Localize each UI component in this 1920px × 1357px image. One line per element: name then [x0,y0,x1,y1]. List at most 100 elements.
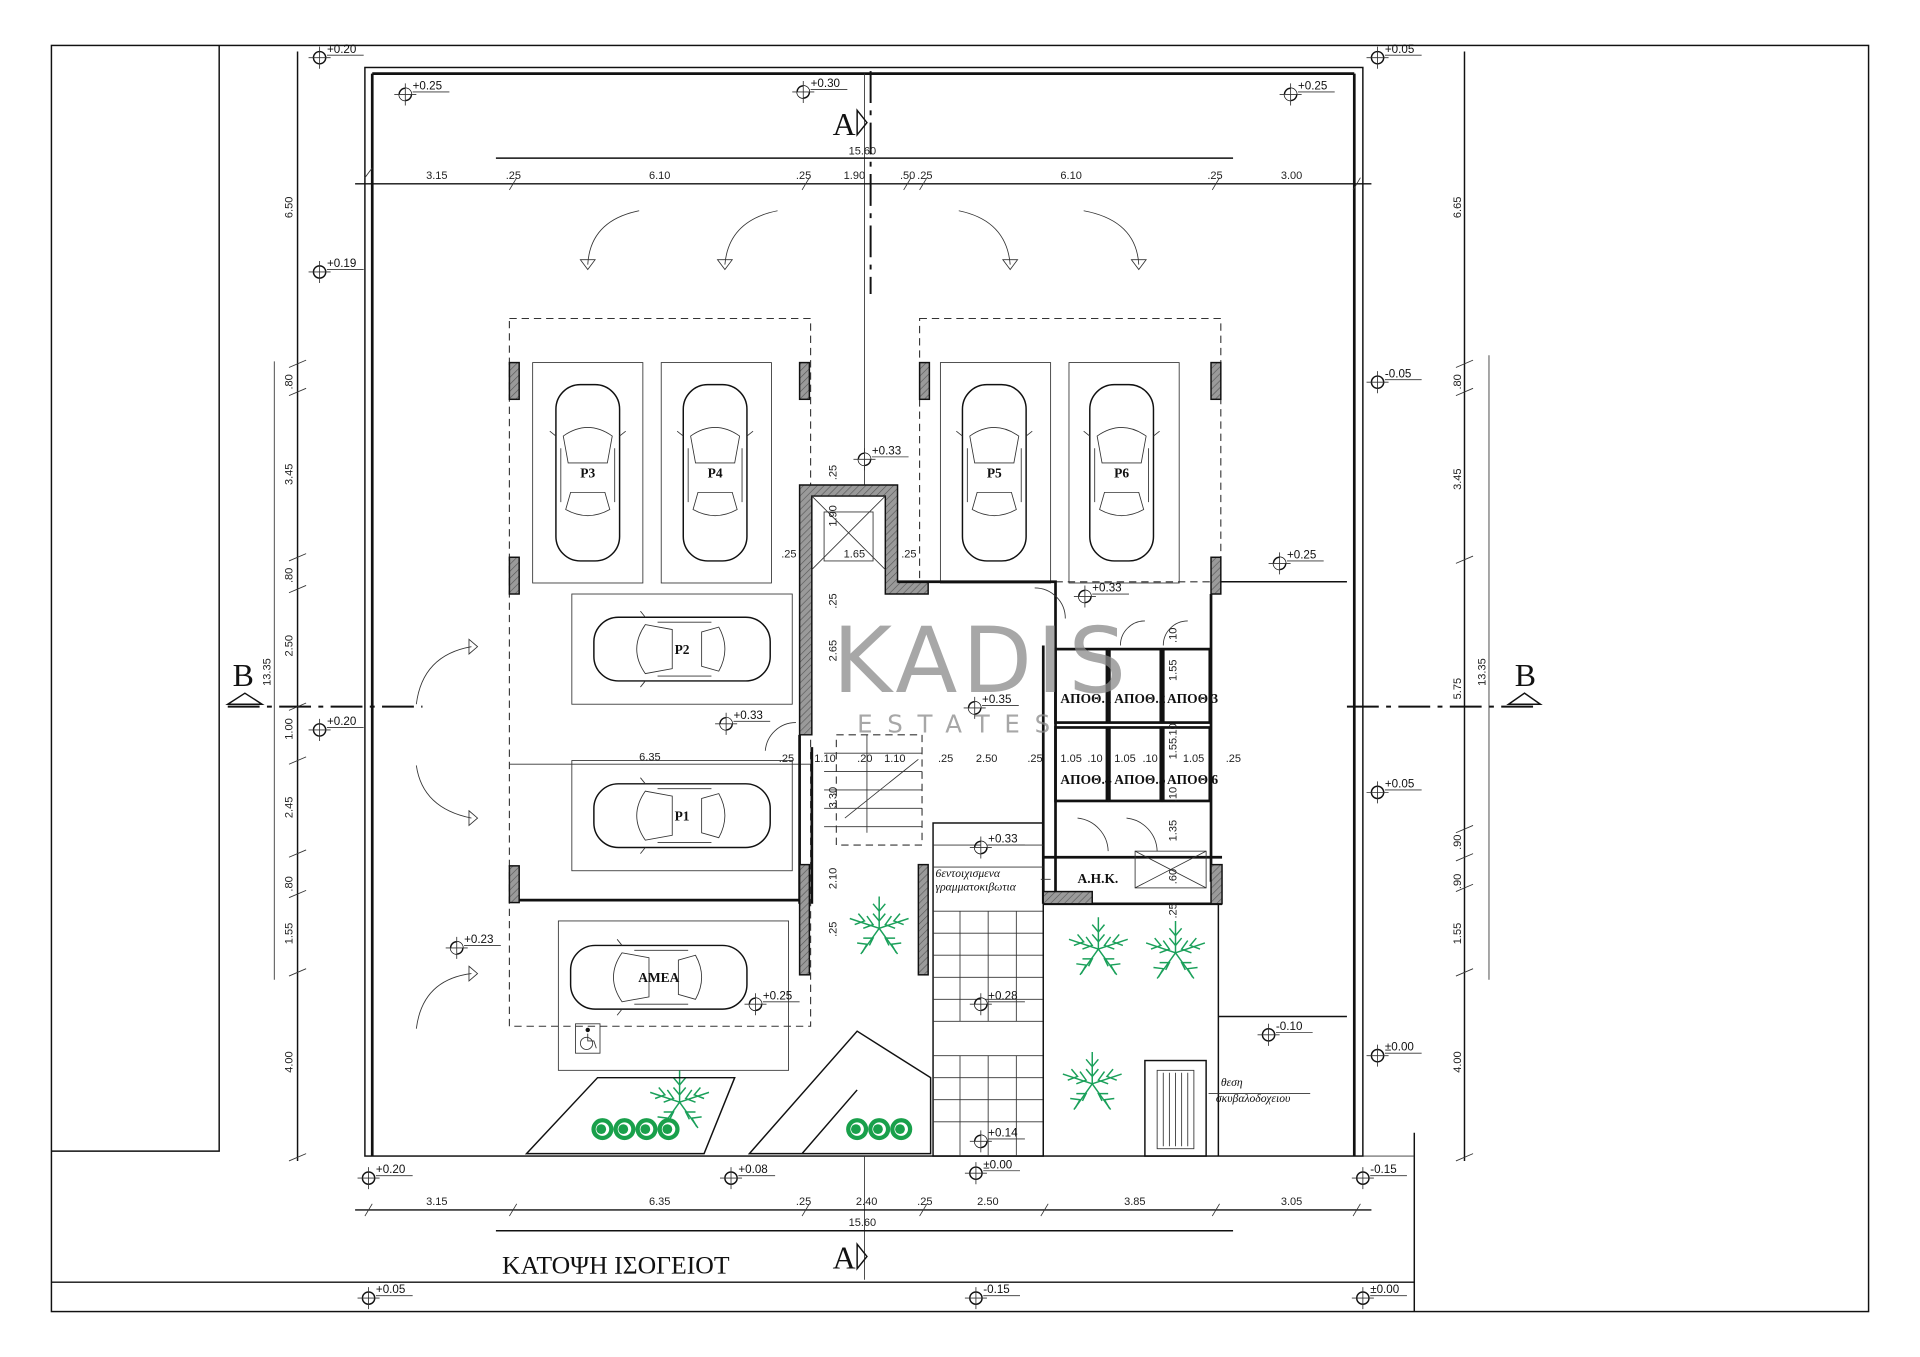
level-marker: +0.23 [445,933,501,959]
level-value: +0.05 [376,1283,405,1296]
neighbor-boundary [51,45,1416,1312]
dimension-right: 4.00 [1452,1051,1464,1072]
building-core [764,484,1066,976]
level-marker: +0.20 [308,43,364,69]
level-marker: +0.08 [720,1163,776,1190]
circulation-arrows [415,210,1147,1029]
storage-room-label: ΑΠΟΘ.1 [1060,691,1111,706]
dimension-right: .80 [1452,374,1464,389]
dimension-top: 6.10 [649,170,670,182]
level-marker: +0.33 [1073,582,1129,608]
ahk-room-label: Α.Η.Κ. [1078,871,1119,886]
level-marker: -0.05 [1366,367,1422,394]
level-marker: -0.15 [1351,1163,1407,1190]
dimension-bottom: 2.50 [977,1196,998,1208]
dimension-interior: 1.65 [844,548,865,560]
level-marker: ±0.00 [1366,1041,1422,1067]
dimension-left: 1.55 [284,923,296,944]
parking-space-label: P6 [1114,466,1129,481]
level-value: +0.33 [1092,582,1121,595]
dimension-interior: 1.55 [1168,659,1180,680]
level-marker: ±0.00 [964,1158,1020,1185]
storage-room-label: ΑΠΟΘ.2 [1114,691,1165,706]
dimension-bottom: 3.85 [1124,1196,1145,1208]
level-value: +0.20 [327,43,357,56]
level-marker: +0.33 [969,833,1025,859]
car-p5: P5 [956,383,1033,562]
level-value: +0.19 [327,257,356,270]
dimension-interior: 2.65 [827,640,839,661]
section-line-a [856,71,872,1280]
level-marker: -0.15 [964,1283,1020,1310]
dimension-interior: 3.30 [827,787,839,808]
level-value: ±0.00 [983,1158,1013,1171]
storage-room-label: ΑΠΟΘ.3 [1167,691,1218,706]
mailboxes-label: 6εντοιχισμενα [936,867,1001,880]
dimension-right: .90 [1452,835,1464,850]
section-b-left-label: B [233,658,254,693]
dimension-interior: .60 [1168,869,1180,884]
section-a-bottom-label: A [833,1241,856,1276]
garden-areas [524,895,1347,1157]
level-value: +0.20 [376,1163,406,1176]
dimension-bottom: 3.05 [1281,1196,1302,1208]
plot-boundary [364,66,1364,1157]
level-value: -0.05 [1385,367,1412,380]
dimension-top: .25 [917,170,932,182]
dimension-left: .80 [284,876,296,891]
dimension-interior: 1.10 [884,753,905,765]
dimension-top: .50 [900,170,915,182]
dimension-interior: 6.35 [639,752,660,764]
parking-space-label: P4 [708,466,723,481]
level-marker: +0.30 [792,77,848,103]
dimension-interior: 1.90 [827,505,839,526]
dimension-interior: 1.05 [1114,753,1135,765]
level-marker: +0.25 [394,80,450,106]
dimension-left: 2.50 [284,635,296,656]
dimension-left: .80 [284,568,296,583]
dimension-top: .25 [1207,170,1222,182]
dimension-interior: .25 [781,548,796,560]
parking-space-label: P5 [987,466,1002,481]
kadis-watermark-logo: KADIS ESTATES [833,609,1131,738]
dimension-left: .80 [284,374,296,389]
dimension-interior: .25 [1027,753,1042,765]
dimension-interior: .25 [827,593,839,608]
dimension-right-total: 13.35 [1476,658,1488,686]
dimension-interior: .25 [901,548,916,560]
dimension-interior: 1.05 [1183,753,1204,765]
level-value: +0.14 [988,1126,1018,1139]
dimension-lines [273,51,1490,1232]
level-value: ±0.00 [1370,1283,1400,1296]
level-value: +0.05 [1385,777,1414,790]
mailboxes-label: γραμματοκιβωτια [936,880,1017,893]
car-p4: P4 [676,383,754,562]
level-value: +0.05 [1385,43,1414,56]
dimension-interior: .25 [779,753,794,765]
level-value: +0.28 [988,989,1017,1002]
level-value: ±0.00 [1385,1041,1415,1054]
sheet-frame [50,44,1870,1313]
dimension-left: 6.50 [284,197,296,218]
level-marker: +0.33 [715,709,771,735]
dimension-right: .90 [1452,874,1464,889]
dimension-interior: .10 [1168,628,1180,643]
dimension-interior: .10 [1087,753,1102,765]
wheelchair-icon [575,1023,601,1054]
dimension-interior: 1.05 [1060,753,1081,765]
parking-space-label: ΑΜΕΑ [638,970,679,985]
level-value: +0.23 [464,933,493,946]
dimension-bottom-total: 15.60 [849,1217,877,1229]
dimension-interior: 1.55 [1168,738,1180,759]
dimension-interior: 2.50 [976,753,997,765]
dimension-bottom: 3.15 [426,1196,447,1208]
storage-block [1042,594,1223,906]
level-marker: +0.19 [308,257,364,283]
dimension-bottom: 6.35 [649,1196,670,1208]
level-marker: +0.14 [969,1126,1025,1153]
svg-text:KADIS: KADIS [833,609,1131,714]
dimension-bottom: .25 [917,1196,932,1208]
bins-label: θεση [1221,1076,1243,1089]
